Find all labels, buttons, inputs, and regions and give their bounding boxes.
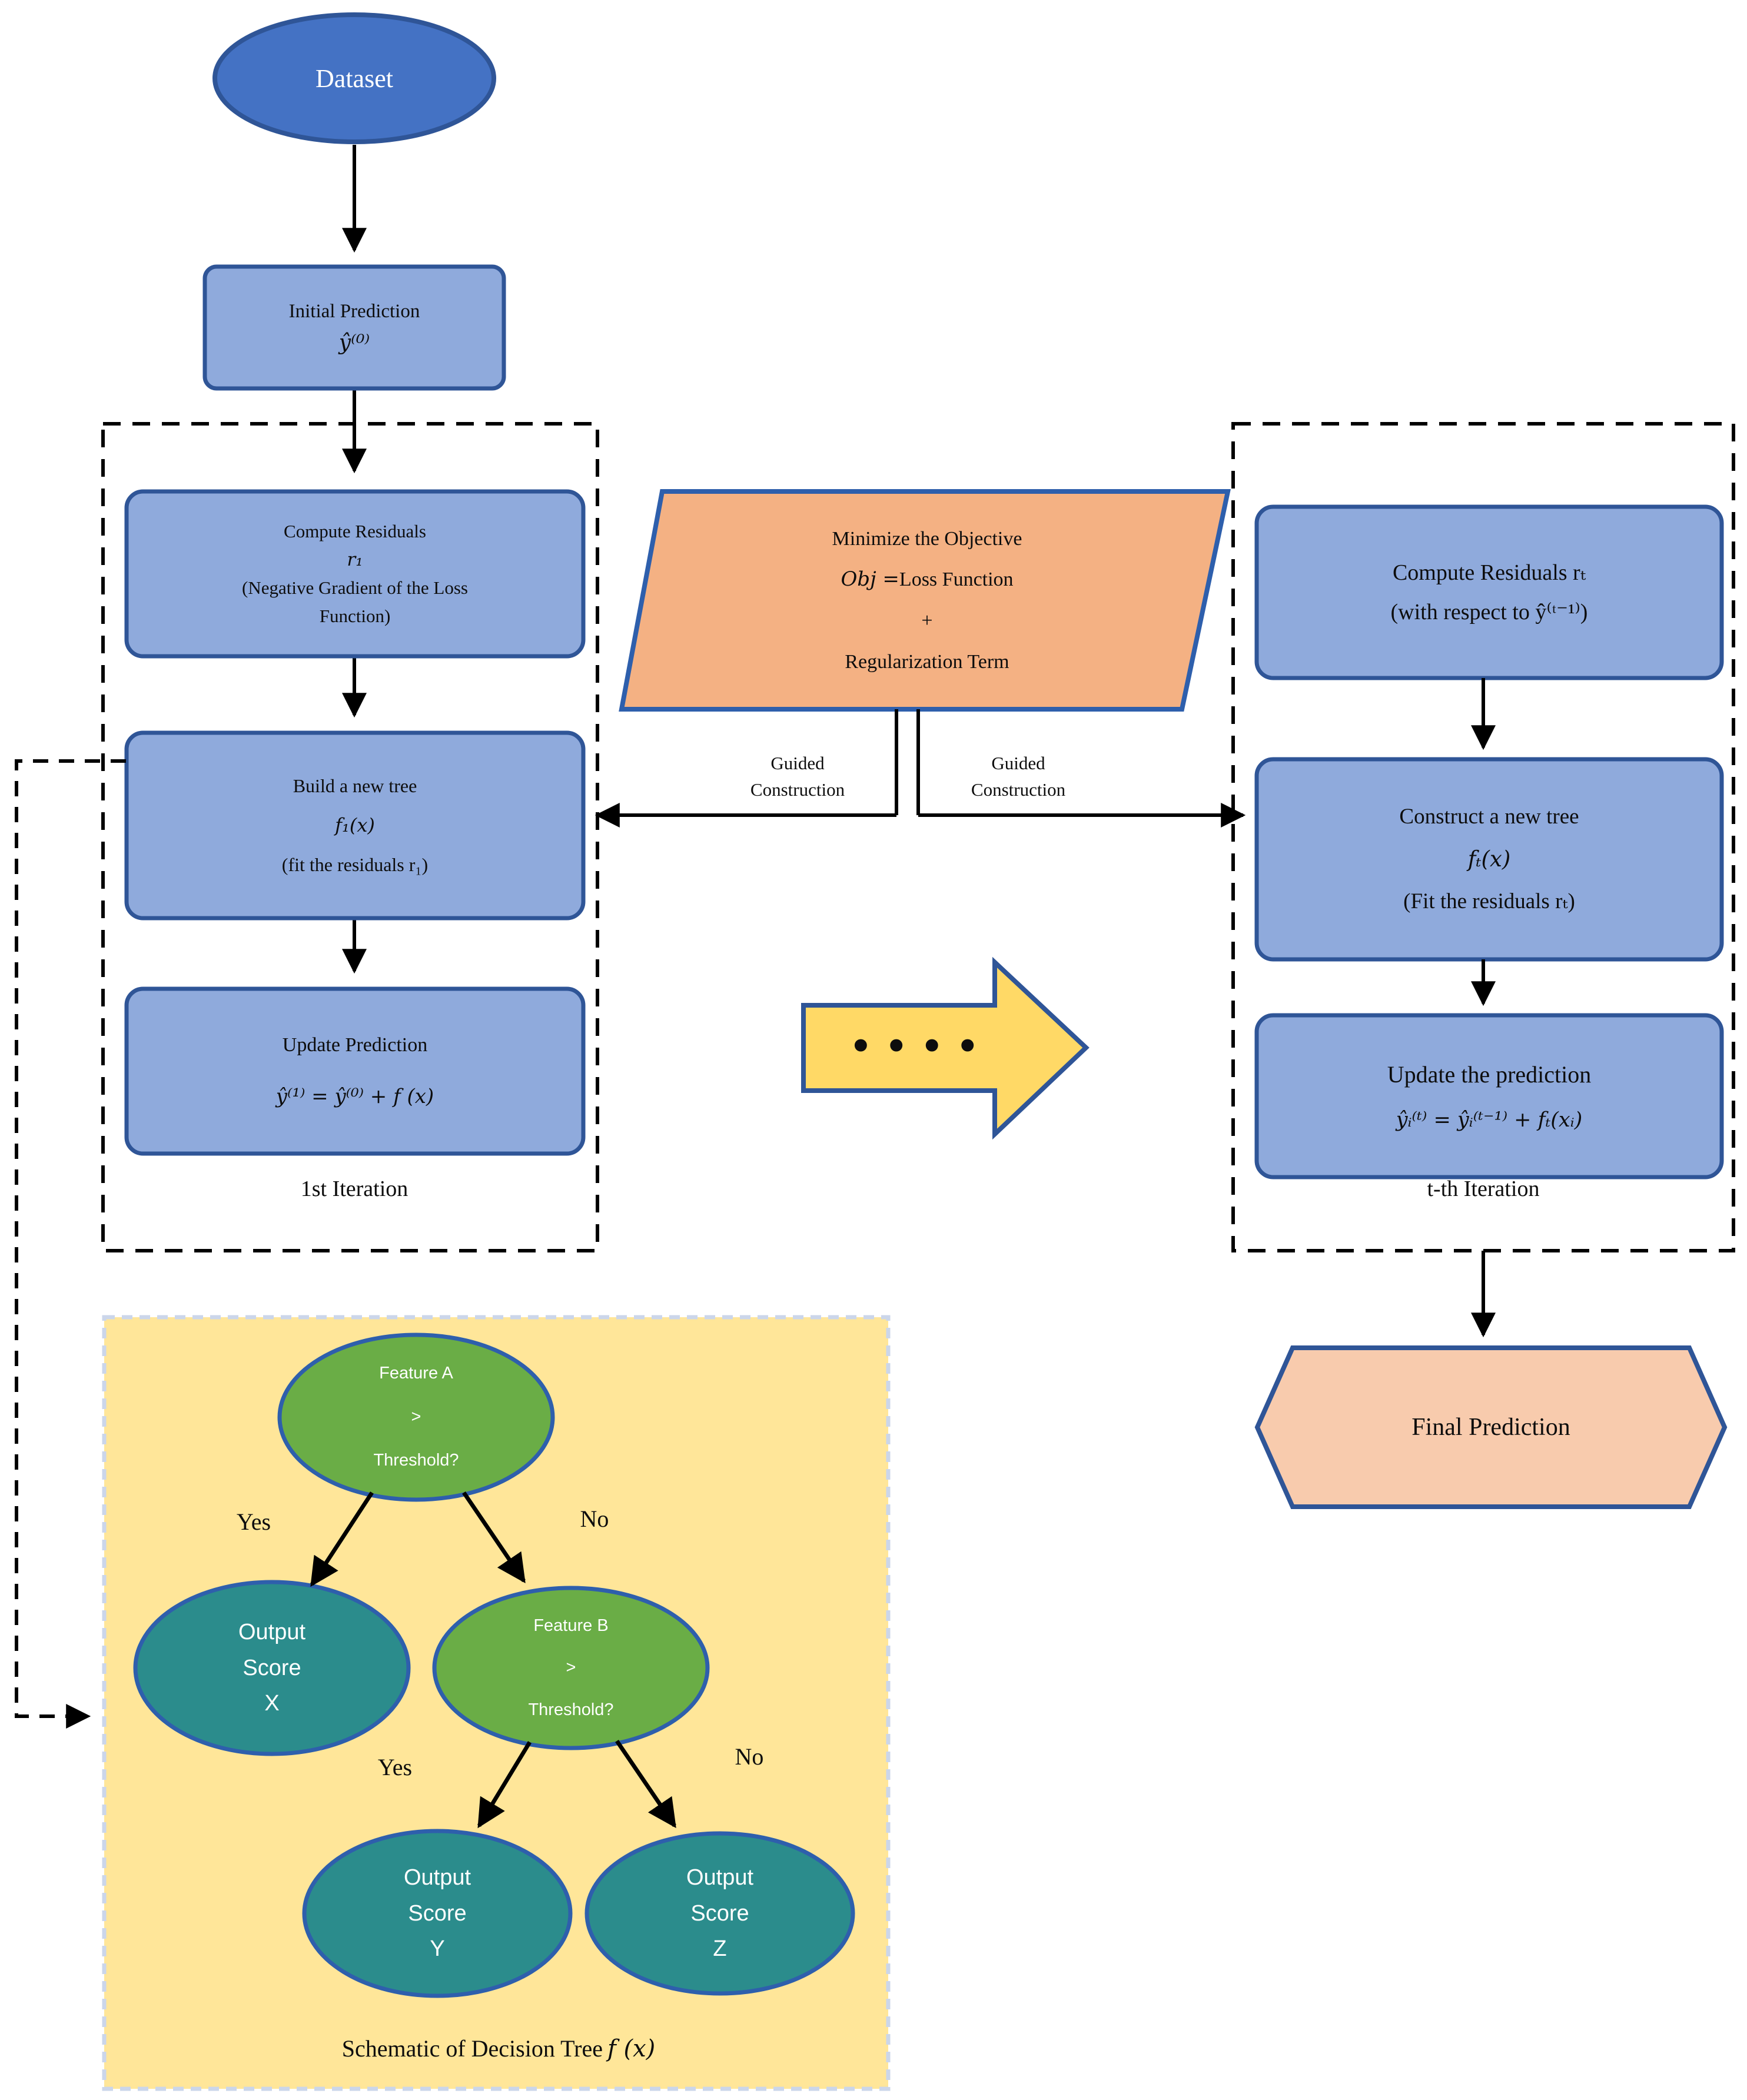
dataset-ellipse: [212, 12, 496, 144]
edge-b-no: [615, 1740, 676, 1829]
tree-reference-dashed-arrow: [15, 759, 126, 1729]
output-score-y-node: [302, 1829, 573, 1998]
output-score-x-node: [133, 1580, 411, 1756]
objective-parallelogram: [619, 489, 1231, 712]
edge-a-yes: [310, 1491, 374, 1587]
feature-a-node: [277, 1333, 555, 1502]
compute-residuals-1-box: [124, 489, 586, 659]
compute-residuals-t-box: [1254, 504, 1724, 680]
final-prediction-hexagon: [1254, 1345, 1728, 1509]
construct-tree-t-box: [1254, 757, 1724, 962]
update-prediction-1-box: [124, 986, 586, 1156]
output-score-z-node: [584, 1831, 855, 1996]
edge-a-no: [462, 1491, 526, 1584]
edge-b-yes: [477, 1741, 532, 1829]
build-tree-1-box: [124, 730, 586, 921]
iteration1-frame: [101, 422, 599, 1252]
initial-prediction-box: [202, 264, 506, 391]
iterations-big-arrow: [801, 956, 1090, 1140]
feature-b-node: [432, 1586, 710, 1750]
update-prediction-t-box: [1254, 1013, 1724, 1179]
